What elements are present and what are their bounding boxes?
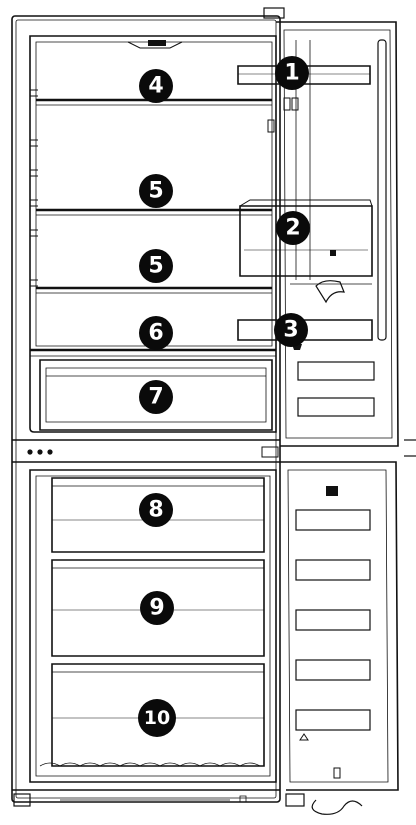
callout-5b-marker: 5 <box>139 249 173 283</box>
callout-9-label: 9 <box>149 596 164 621</box>
freezer-door <box>280 462 398 814</box>
callout-9-marker: 9 <box>140 591 174 625</box>
callout-2-label: 2 <box>285 216 300 241</box>
callout-7-label: 7 <box>148 385 163 410</box>
glass-shelf-upper <box>36 210 272 215</box>
callout-8-marker: 8 <box>139 493 173 527</box>
bottom-glass-shelf <box>30 350 276 356</box>
callout-4-label: 4 <box>148 74 163 99</box>
callout-7-marker: 7 <box>139 380 173 414</box>
callout-3-marker: 3 <box>274 313 308 347</box>
callout-5a-label: 5 <box>148 179 163 204</box>
glass-shelf-lower <box>36 288 272 293</box>
callout-4-marker: 4 <box>139 69 173 103</box>
callout-10-marker: 10 <box>138 699 176 737</box>
callout-3-label: 3 <box>283 318 298 343</box>
callout-5a-marker: 5 <box>139 174 173 208</box>
callout-10-label: 10 <box>144 707 170 729</box>
callout-6-label: 6 <box>148 321 163 346</box>
callout-1-label: 1 <box>284 61 299 86</box>
callout-6-marker: 6 <box>139 316 173 350</box>
callout-1-marker: 1 <box>275 56 309 90</box>
callout-5b-label: 5 <box>148 254 163 279</box>
fridge-door <box>238 22 398 446</box>
callout-8-label: 8 <box>148 498 163 523</box>
callout-2-marker: 2 <box>276 211 310 245</box>
